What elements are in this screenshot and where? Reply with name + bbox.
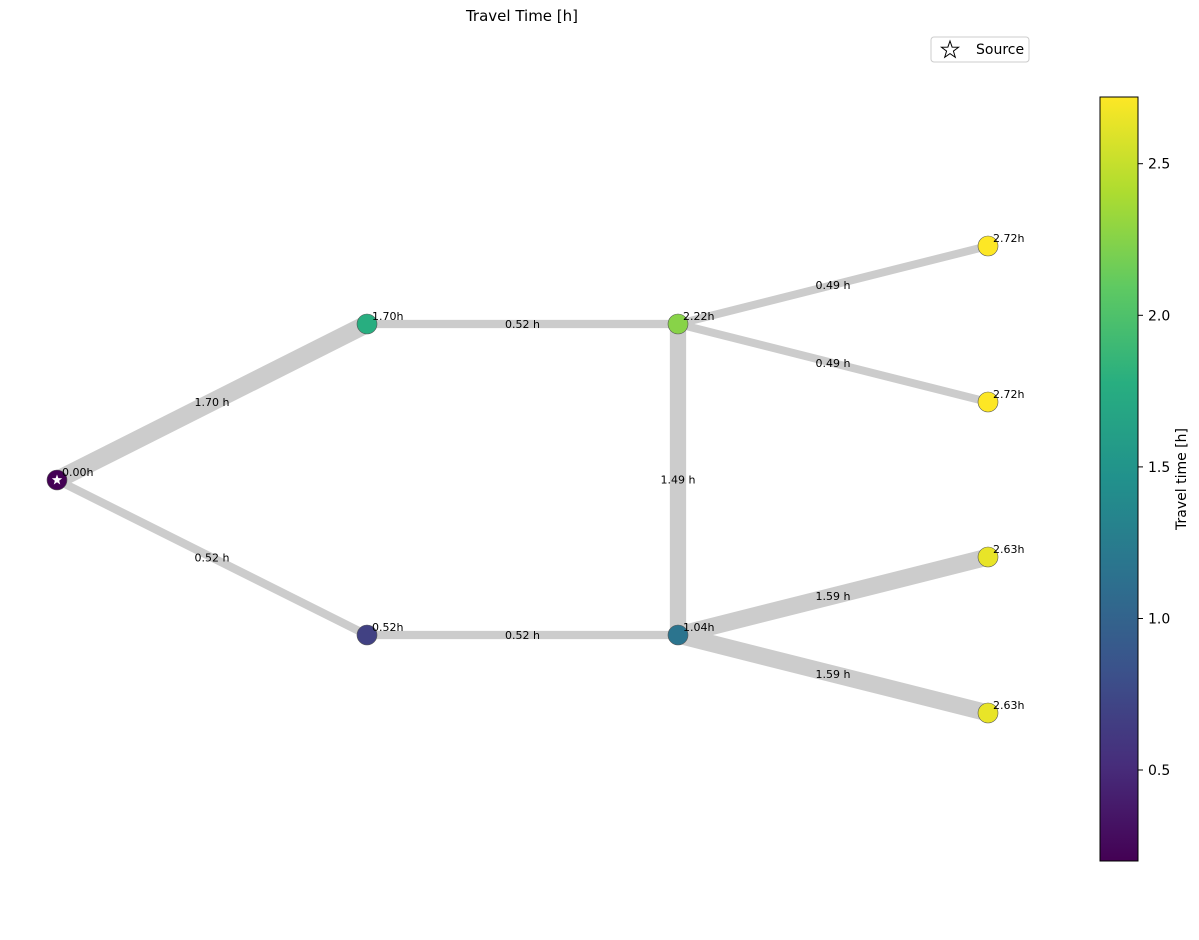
edges-layer (52, 242, 991, 722)
source-star-icon (939, 39, 961, 59)
colorbar-gradient (1099, 96, 1139, 862)
nodes-layer (46, 235, 999, 724)
node-n6 (977, 391, 999, 413)
node-n7 (977, 546, 999, 568)
edge-label: 0.52 h (195, 552, 230, 565)
edge-labels-layer: 1.70 h 0.52 h 0.52 h 0.52 h 1.49 h 0.49 h 0.49… (195, 279, 851, 681)
colorbar-tick-label: 2.0 (1148, 308, 1170, 324)
edge-label: 1.70 h (195, 396, 230, 409)
edge-n0-n2 (55, 476, 369, 639)
edge-label: 1.49 h (661, 474, 696, 487)
edge-n4-n8 (675, 626, 991, 722)
node-label: 1.04h (683, 621, 714, 634)
legend: Source (930, 36, 1030, 63)
node-n5 (977, 235, 999, 257)
edge-n3-n6 (677, 320, 989, 406)
node-label: 0.52h (372, 621, 403, 634)
node-label: 0.00h (62, 466, 93, 479)
node-label: 2.72h (993, 232, 1024, 245)
colorbar: 0.5 1.0 1.5 2.0 2.5 Travel time [h] (1099, 96, 1190, 862)
node-label: 2.22h (683, 310, 714, 323)
colorbar-tick-label: 2.5 (1148, 157, 1170, 173)
legend-entry-source: Source (976, 42, 1024, 58)
chart-title: Travel Time [h] (465, 7, 578, 25)
edge-label: 0.52 h (505, 318, 540, 331)
source-star-icon (51, 474, 63, 485)
node-n4 (667, 624, 689, 646)
node-n2 (356, 624, 378, 646)
node-n8 (977, 702, 999, 724)
edge-label: 1.59 h (816, 590, 851, 603)
colorbar-tick-label: 1.0 (1148, 612, 1170, 628)
colorbar-ticks: 0.5 1.0 1.5 2.0 2.5 (1138, 157, 1170, 779)
edge-n4-n7 (675, 548, 991, 644)
node-n1 (356, 313, 378, 335)
colorbar-label: Travel time [h] (1174, 428, 1190, 531)
colorbar-tick-label: 1.5 (1148, 460, 1170, 476)
edge-label: 0.52 h (505, 629, 540, 642)
node-labels-layer: 0.00h 1.70h 0.52h 2.22h 1.04h 2.72h 2.72h 2.63h… (62, 232, 1024, 712)
node-label: 2.72h (993, 388, 1024, 401)
node-label: 2.63h (993, 543, 1024, 556)
node-n3 (667, 313, 689, 335)
edge-label: 0.49 h (816, 357, 851, 370)
edge-label: 1.59 h (816, 668, 851, 681)
node-label: 1.70h (372, 310, 403, 323)
node-label: 2.63h (993, 699, 1024, 712)
edge-n0-n1 (52, 315, 372, 489)
legend-frame (930, 36, 1030, 63)
edge-label: 0.49 h (816, 279, 851, 292)
colorbar-tick-label: 0.5 (1148, 763, 1170, 779)
edge-n3-n5 (677, 242, 989, 328)
